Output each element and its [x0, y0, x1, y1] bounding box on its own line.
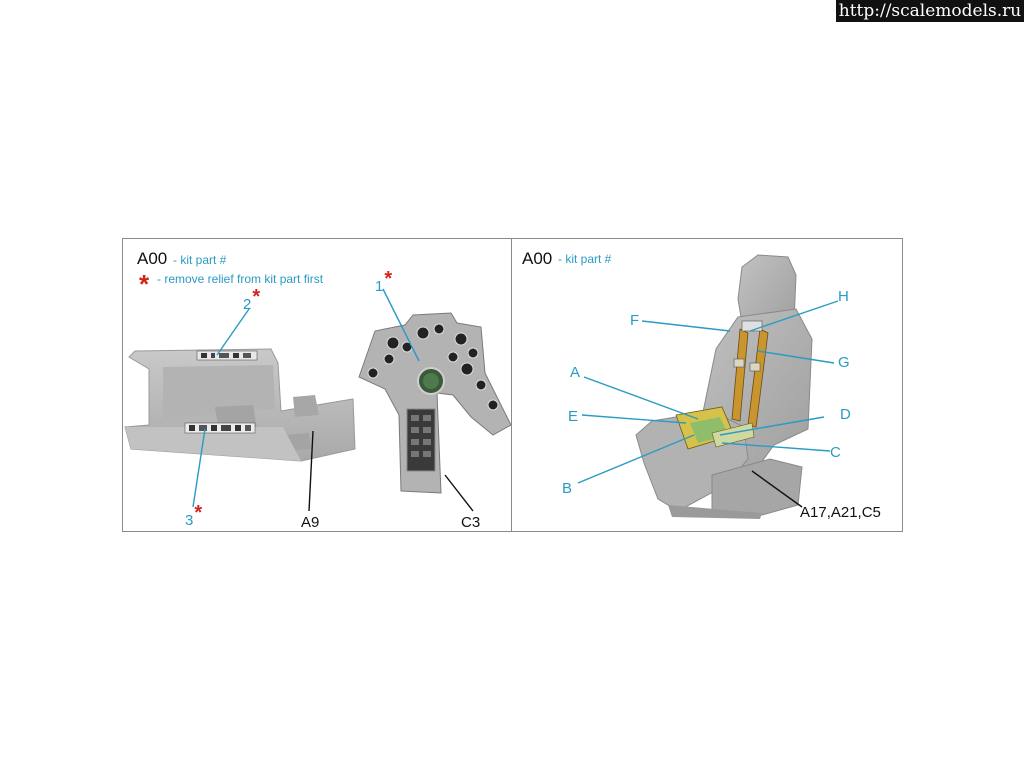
legend-code-right: A00 — [522, 249, 553, 268]
leader-2 — [216, 308, 250, 356]
callout-c: C — [830, 444, 841, 461]
legend-code: A00 — [137, 249, 168, 268]
pe-panel-2 — [196, 350, 258, 361]
callout-e: E — [568, 408, 579, 425]
watermark: http://scalemodels.ru — [836, 0, 1024, 22]
callout-g: G — [838, 354, 850, 371]
leader-g — [757, 350, 835, 364]
ejection-seat — [635, 254, 813, 519]
leader-1 — [382, 288, 420, 362]
leader-c3 — [444, 474, 474, 512]
legend-code-desc-right: - kit part # — [558, 252, 612, 266]
legend-star-desc: - remove relief from kit part first — [157, 272, 324, 286]
callout-leaders — [192, 288, 474, 512]
legend-star: * — [139, 269, 150, 299]
leader-d — [719, 416, 825, 436]
leader-f — [641, 320, 731, 332]
callout-c3: C3 — [461, 514, 481, 531]
console-part-a9 — [124, 348, 356, 462]
callout-leaders-right — [577, 300, 839, 508]
leader-seat-parts — [751, 470, 803, 508]
callout-a: A — [570, 364, 581, 381]
leader-3 — [192, 428, 206, 508]
callout-2: 2* — [243, 286, 261, 313]
pe-panel-3 — [184, 422, 256, 434]
leader-c — [721, 442, 831, 452]
callout-b: B — [562, 480, 573, 497]
callout-1: 1* — [375, 268, 393, 295]
callout-f: F — [630, 312, 640, 329]
instrument-panel-c3 — [358, 312, 512, 494]
left-panel-illustration — [124, 288, 512, 512]
leader-a — [583, 376, 699, 420]
callout-h: H — [838, 288, 849, 305]
seat-harness — [675, 320, 769, 450]
legend-code-desc: - kit part # — [173, 253, 227, 267]
leader-b — [577, 434, 695, 484]
left-panel: A00 - kit part # * - remove relief from … — [122, 238, 513, 532]
callout-d: D — [840, 406, 851, 423]
leader-a9 — [308, 430, 314, 512]
callout-3: 3* — [185, 502, 203, 529]
callout-a9: A9 — [301, 514, 320, 531]
right-panel: A00 - kit part # F H G A E D C B A17,A21… — [511, 238, 903, 532]
callout-seat-parts: A17,A21,C5 — [800, 504, 881, 521]
right-panel-illustration — [577, 254, 839, 519]
leader-e — [581, 414, 687, 424]
leader-h — [749, 300, 839, 332]
